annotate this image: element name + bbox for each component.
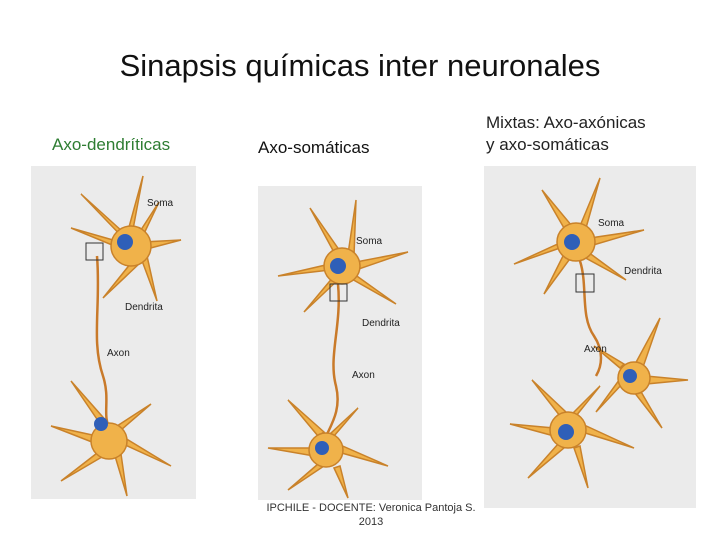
nucleus: [117, 234, 133, 250]
soma-label: Soma: [147, 198, 174, 209]
nucleus: [623, 369, 637, 383]
dendrite-label: Dendrita: [624, 266, 662, 277]
axon-label: Axon: [584, 344, 607, 355]
axon-label: Axon: [107, 348, 130, 359]
nucleus: [558, 424, 574, 440]
panel-background: [484, 166, 696, 508]
nucleus: [315, 441, 329, 455]
nucleus: [330, 258, 346, 274]
label-mixtas-line2: y axo-somáticas: [486, 134, 646, 156]
footer-credit: IPCHILE - DOCENTE: Veronica Pantoja S. 2…: [258, 501, 484, 529]
axo-dendritic-diagram: Soma Dendrita Axon: [31, 166, 196, 499]
label-axo-dendriticas: Axo-dendríticas: [52, 135, 170, 155]
dendrite-label: Dendrita: [125, 302, 163, 313]
nucleus: [94, 417, 108, 431]
soma-label: Soma: [356, 236, 383, 247]
label-mixtas-line1: Mixtas: Axo-axónicas: [486, 112, 646, 134]
axon-label: Axon: [352, 370, 375, 381]
footer-line2: 2013: [258, 515, 484, 529]
slide-title: Sinapsis químicas inter neuronales: [0, 48, 720, 84]
footer-line1: IPCHILE - DOCENTE: Veronica Pantoja S.: [258, 501, 484, 515]
soma-label: Soma: [598, 218, 625, 229]
mixed-synapse-diagram: Soma Dendrita Axon: [484, 166, 696, 508]
axo-somatic-diagram: Soma Dendrita Axon: [258, 186, 422, 500]
dendrite-label: Dendrita: [362, 318, 400, 329]
nucleus: [564, 234, 580, 250]
label-axo-somaticas: Axo-somáticas: [258, 138, 369, 158]
label-mixtas: Mixtas: Axo-axónicas y axo-somáticas: [486, 112, 646, 156]
